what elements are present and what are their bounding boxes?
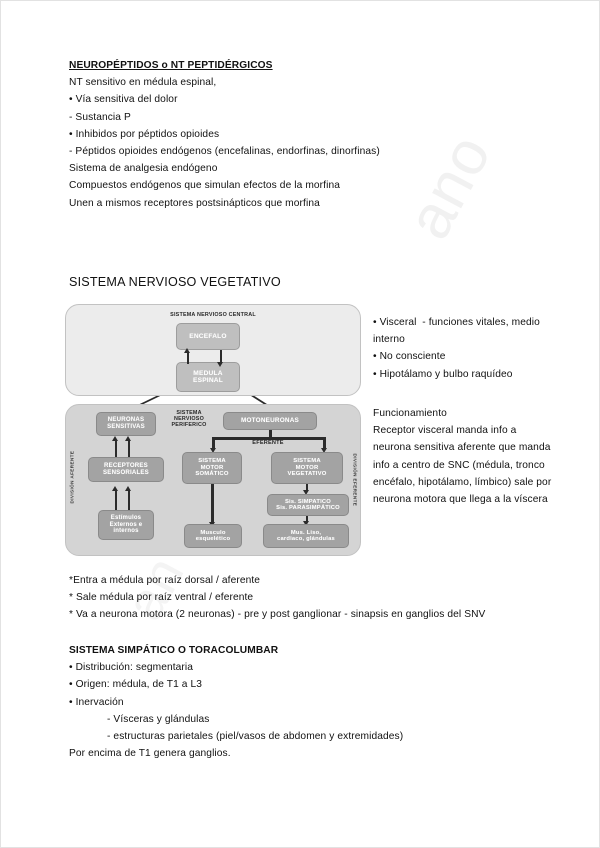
neuropeptidos-block: NEUROPÉPTIDOS o NT PEPTIDÉRGICOS NT sens…	[69, 57, 545, 212]
node-sistema-motor-vegetativo: SISTEMA MOTOR VEGETATIVO	[271, 452, 343, 484]
sidenote-bottom-block: Funcionamiento Receptor visceral manda i…	[373, 405, 553, 508]
neuropeptidos-line-7: Unen a mismos receptores postsinápticos …	[69, 197, 320, 209]
node-neuronas-sensitivas: NEURONAS SENSITIVAS	[96, 412, 156, 436]
connector-vegetativo-to-simpatico	[306, 484, 308, 491]
neuropeptidos-line-6: Compuestos endógenos que simulan efectos…	[69, 180, 341, 192]
arrowhead-up-receptores-b	[125, 486, 131, 491]
asterisk-note-0: *Entra a médula por raíz dorsal / aferen…	[69, 575, 261, 586]
neuropeptidos-line-5: Sistema de analgesia endógeno	[69, 163, 218, 175]
arrowhead-up-receptores-a	[112, 486, 118, 491]
sidenote-top-line-2: • Hipotálamo y bulbo raquídeo	[373, 368, 513, 380]
node-encefalo-label: ENCEFALO	[189, 332, 227, 340]
sidenote-top-line-1: • No consciente	[373, 351, 446, 363]
connector-somatico-to-musculo	[211, 484, 214, 523]
arrowhead-down-musliso	[303, 521, 309, 526]
connector-branch-vegetativo	[323, 437, 326, 449]
sidenote-bottom-line-0: Funcionamiento	[373, 408, 447, 419]
node-medula-espinal: MEDULA ESPINAL	[176, 362, 240, 392]
simpatico-line-0: • Distribución: segmentaria	[69, 662, 194, 674]
label-eferente: EFERENTE	[252, 440, 284, 446]
node-encefalo: ENCEFALO	[176, 323, 240, 350]
node-simpatico-parasimpatico-label: Sis. SIMPATICO Sis. PARASIMPÁTICO	[276, 498, 340, 511]
connector-medula-to-encefalo	[187, 352, 189, 364]
arrowhead-down-simpatico	[303, 490, 309, 495]
connector-estimulos-up-b	[128, 490, 130, 510]
neuropeptidos-line-0: NT sensitivo en médula espinal,	[69, 77, 217, 89]
node-musculo-esqueletico-label: Musculo esquelético	[195, 529, 231, 542]
node-motoneuronas: MOTONEURONAS	[223, 412, 317, 430]
node-musculo-liso-cardiaco-glandulas: Mus. Liso, cardiaco, glándulas	[263, 524, 349, 548]
arrowhead-up-sensitivas-b	[125, 436, 131, 441]
sns-panel-caption: SISTEMA NERVIOSO PERIFERICO	[171, 410, 207, 429]
connector-efferent-bus	[212, 437, 326, 440]
connector-receptores-up-a	[115, 440, 117, 457]
cns-panel-caption: SISTEMA NERVIOSO CENTRAL	[170, 312, 256, 318]
node-receptores-sensoriales-label: RECEPTORES SENSORIALES	[103, 461, 149, 476]
sidenote-bottom-line-1: Receptor visceral manda info a neurona s…	[373, 425, 555, 506]
simpatico-line-1: • Origen: médula, de T1 a L3	[69, 679, 203, 691]
nervous-system-diagram: SISTEMA NERVIOSO CENTRAL ENCEFALO MEDULA…	[65, 304, 361, 556]
node-neuronas-sensitivas-label: NEURONAS SENSITIVAS	[107, 416, 145, 430]
connector-motoneuronas-stem	[269, 430, 272, 438]
sidenote-top-block: • Visceral - funciones vitales, medio in…	[373, 314, 553, 383]
simpatico-closing: Por encima de T1 genera ganglios.	[69, 748, 231, 760]
node-sistema-motor-somatico: SISTEMA MOTOR SOMÁTICO	[182, 452, 242, 484]
simpatico-line-2: • Inervación	[69, 696, 124, 708]
side-label-division-eferente: DIVISIÓN EFERENTE	[352, 453, 358, 507]
arrowhead-up-encefalo	[184, 348, 190, 353]
simpatico-indent-0: - Vísceras y glándulas	[107, 713, 210, 725]
connector-simpatico-to-musliso	[306, 516, 308, 522]
side-label-division-aferente: DIVISIÓN AFERENTE	[69, 450, 75, 504]
node-medula-espinal-label: MEDULA ESPINAL	[193, 369, 223, 384]
neuropeptidos-line-1: • Vía sensitiva del dolor	[69, 94, 178, 106]
asterisk-note-1: * Sale médula por raíz ventral / eferent…	[69, 592, 254, 604]
neuropeptidos-line-3: • Inhibidos por péptidos opioides	[69, 128, 220, 140]
asterisk-note-2: * Va a neurona motora (2 neuronas) - pre…	[69, 609, 486, 621]
sidenote-top-line-0: • Visceral - funciones vitales, medio in…	[373, 317, 543, 346]
arrowhead-down-vegetativo	[321, 448, 327, 453]
node-estimulos-label: Estímulos Externos e internos	[109, 515, 143, 535]
arrowhead-down-medula	[217, 362, 223, 367]
connector-receptores-up-b	[128, 440, 130, 457]
node-sistema-motor-somatico-label: SISTEMA MOTOR SOMÁTICO	[195, 458, 229, 478]
simpatico-block: SISTEMA SIMPÁTICO O TORACOLUMBAR • Distr…	[69, 642, 545, 762]
node-musculo-esqueletico: Musculo esquelético	[184, 524, 242, 548]
node-estimulos: Estímulos Externos e internos	[98, 510, 154, 540]
connector-estimulos-up-a	[115, 490, 117, 510]
neuropeptidos-line-2: - Sustancia P	[69, 111, 131, 123]
neuropeptidos-line-4: - Péptidos opioides endógenos (encefalin…	[69, 146, 380, 158]
node-simpatico-parasimpatico: Sis. SIMPATICO Sis. PARASIMPÁTICO	[267, 494, 349, 516]
node-receptores-sensoriales: RECEPTORES SENSORIALES	[88, 457, 164, 482]
simpatico-heading: SISTEMA SIMPÁTICO O TORACOLUMBAR	[69, 645, 279, 656]
node-motoneuronas-label: MOTONEURONAS	[240, 416, 300, 424]
simpatico-indent-1: - estructuras parietales (piel/vasos de …	[107, 731, 404, 743]
neuropeptidos-heading: NEUROPÉPTIDOS o NT PEPTIDÉRGICOS	[69, 60, 273, 71]
arrowhead-up-sensitivas-a	[112, 436, 118, 441]
node-musculo-liso-label: Mus. Liso, cardiaco, glándulas	[277, 529, 335, 542]
node-sistema-motor-vegetativo-label: SISTEMA MOTOR VEGETATIVO	[287, 458, 327, 478]
snv-section-heading: SISTEMA NERVIOSO VEGETATIVO	[69, 275, 281, 289]
connector-encefalo-to-medula	[220, 350, 222, 364]
arrowhead-down-somatico	[210, 448, 216, 453]
connector-branch-somatico	[212, 437, 215, 449]
asterisk-notes-block: *Entra a médula por raíz dorsal / aferen…	[69, 572, 545, 624]
